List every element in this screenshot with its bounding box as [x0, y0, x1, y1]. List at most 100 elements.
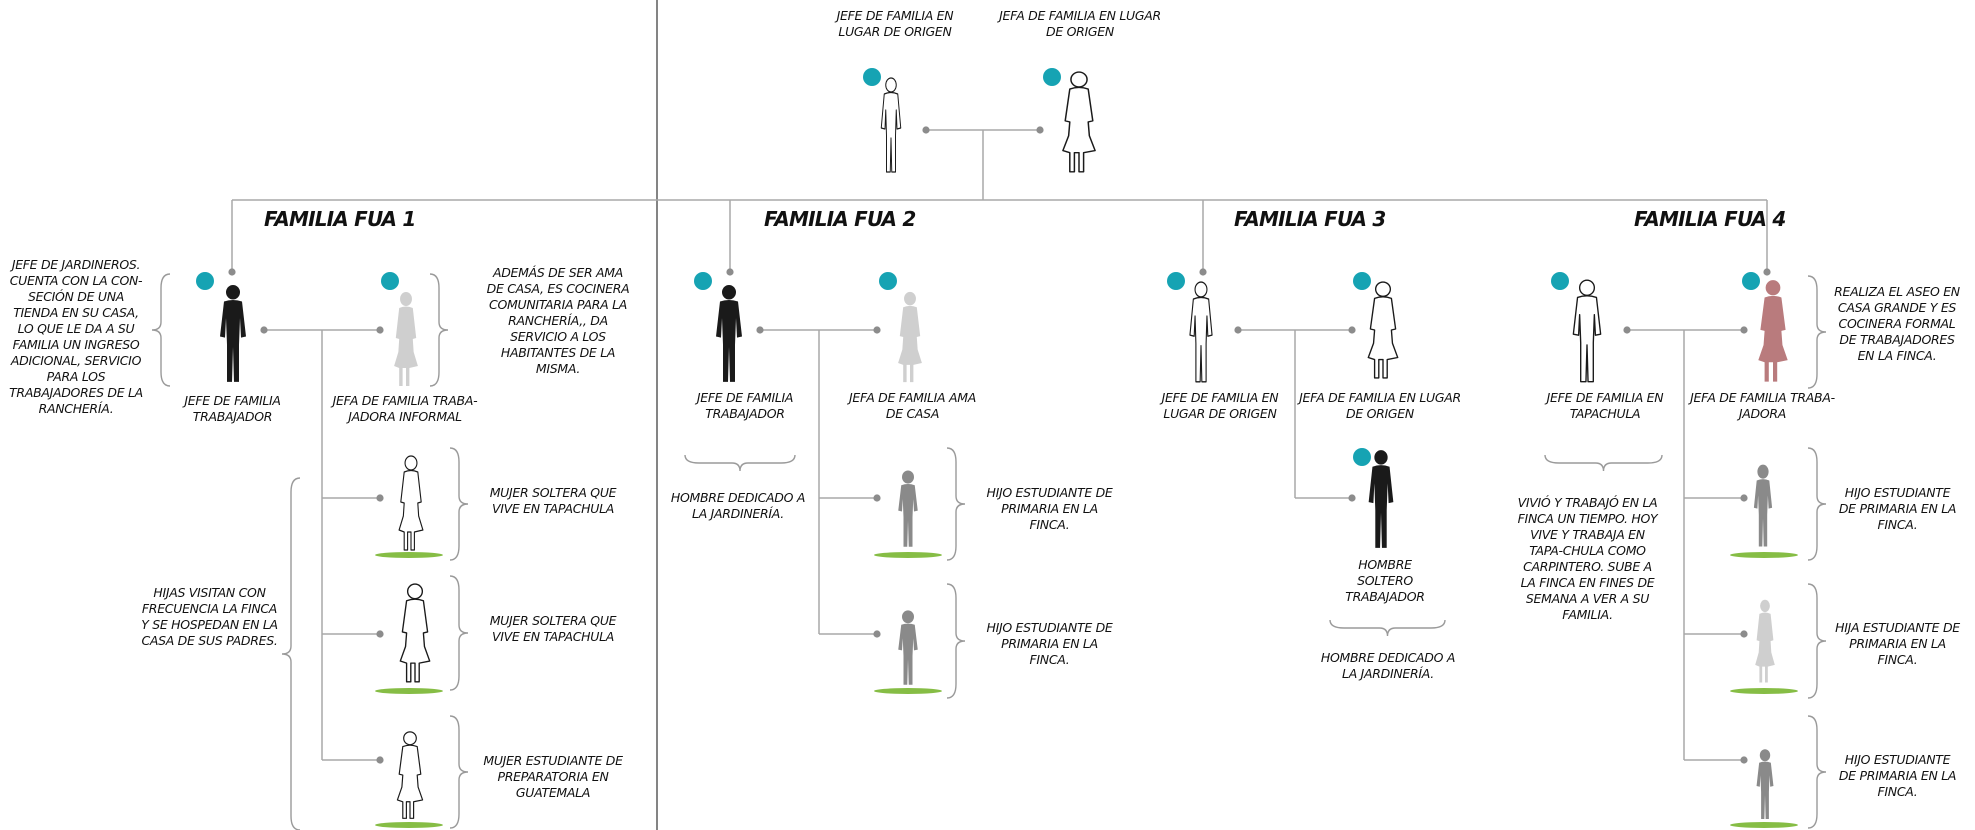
f4-father-brace — [1544, 454, 1663, 472]
f4-child-1-figure — [1749, 462, 1777, 550]
f4-mother-dot — [1740, 326, 1748, 334]
f2-child-2-label: HIJO ESTUDIANTE DE PRIMARIA EN LA FINCA. — [986, 620, 1113, 667]
f4-child-2-ground — [1730, 688, 1798, 694]
origin-mother-dot — [1036, 126, 1044, 134]
f4-child-3-brace — [1807, 715, 1827, 829]
f2-child-dot-1 — [873, 494, 881, 502]
f3-mother-figure — [1362, 280, 1404, 382]
f4-mother-figure — [1752, 278, 1794, 386]
f4-father-dot — [1623, 326, 1631, 334]
f1-mother-figure — [389, 290, 423, 390]
f4-child-2-brace — [1807, 583, 1827, 699]
family-title-1: FAMILIA FUA 1 — [264, 207, 416, 231]
f1-mother-note: ADEMÁS DE SER AMA DE CASA, ES COCINERA C… — [486, 265, 630, 376]
origin-father-badge — [863, 68, 881, 86]
f1-father-badge — [196, 272, 214, 290]
origin-father-figure — [876, 76, 906, 176]
f1-child-1-ground — [375, 552, 443, 558]
f2-child-1-label: HIJO ESTUDIANTE DE PRIMARIA EN LA FINCA. — [986, 485, 1113, 532]
f3-child-note: HOMBRE DEDICADO A LA JARDINERÍA. — [1320, 650, 1456, 681]
f4-child-3-ground — [1730, 822, 1798, 828]
f2-child-2-ground — [874, 688, 942, 694]
f3-father-label: JEFE DE FAMILIA EN LUGAR DE ORIGEN — [1161, 390, 1279, 421]
f4-father-label: JEFE DE FAMILIA EN TAPACHULA — [1546, 390, 1664, 421]
f1-child-dot-2 — [376, 630, 384, 638]
f2-child-1-brace — [946, 447, 966, 561]
f4-child-dot-1 — [1740, 494, 1748, 502]
family-drop-dot-1 — [228, 268, 236, 276]
f3-father-badge — [1167, 272, 1185, 290]
f3-child-figure — [1362, 448, 1400, 552]
f1-child-3-label: MUJER ESTUDIANTE DE PREPARATORIA EN GUAT… — [483, 753, 623, 800]
f4-child-dot-3 — [1740, 756, 1748, 764]
f2-mother-label: JEFA DE FAMILIA AMA DE CASA — [849, 390, 976, 421]
f1-child-1-brace — [449, 447, 469, 561]
f2-father-badge — [694, 272, 712, 290]
f4-child-1-brace — [1807, 447, 1827, 561]
f4-child-3-label: HIJO ESTUDIANTE DE PRIMARIA EN LA FINCA. — [1838, 752, 1957, 799]
origin-mother-figure — [1056, 70, 1102, 176]
f1-child-3-ground — [375, 822, 443, 828]
f1-mother-brace — [429, 273, 449, 387]
f4-mother-label: JEFA DE FAMILIA TRABA-JADORA — [1690, 390, 1835, 421]
f1-father-label: JEFE DE FAMILIA TRABAJADOR — [184, 393, 281, 424]
f2-child-dot-2 — [873, 630, 881, 638]
f3-father-dot — [1234, 326, 1242, 334]
f1-mother-dot — [376, 326, 384, 334]
f2-child-2-brace — [946, 583, 966, 699]
f1-child-dot-1 — [376, 494, 384, 502]
family-drop-dot-4 — [1763, 268, 1771, 276]
family-title-3: FAMILIA FUA 3 — [1234, 207, 1386, 231]
f1-children-note: HIJAS VISITAN CON FRECUENCIA LA FINCA Y … — [141, 585, 278, 648]
family-drop-dot-3 — [1199, 268, 1207, 276]
f4-mother-badge — [1742, 272, 1760, 290]
origin-father-dot — [922, 126, 930, 134]
f1-child-2-brace — [449, 575, 469, 691]
f3-child-badge — [1353, 448, 1371, 466]
f2-mother-badge — [879, 272, 897, 290]
f1-child-1-figure — [394, 454, 428, 554]
family-title-4: FAMILIA FUA 4 — [1634, 207, 1786, 231]
f1-father-dot — [260, 326, 268, 334]
f1-child-3-figure — [392, 730, 428, 822]
f1-children-brace — [281, 477, 301, 830]
f3-child-dot — [1348, 494, 1356, 502]
f4-child-2-figure — [1751, 598, 1779, 686]
f2-father-note: HOMBRE DEDICADO A LA JARDINERÍA. — [670, 490, 806, 521]
origin-mother-label: JEFA DE FAMILIA EN LUGAR DE ORIGEN — [999, 8, 1161, 39]
f1-child-1-label: MUJER SOLTERA QUE VIVE EN TAPACHULA — [489, 485, 617, 516]
f4-father-figure — [1566, 278, 1608, 386]
f2-child-2-figure — [893, 608, 923, 688]
f3-mother-badge — [1353, 272, 1371, 290]
origin-father-label: JEFE DE FAMILIA EN LUGAR DE ORIGEN — [836, 8, 954, 39]
f2-child-1-figure — [893, 468, 923, 550]
f3-mother-label: JEFA DE FAMILIA EN LUGAR DE ORIGEN — [1299, 390, 1461, 421]
f4-child-2-label: HIJA ESTUDIANTE DE PRIMARIA EN LA FINCA. — [1835, 620, 1960, 667]
f3-mother-dot — [1348, 326, 1356, 334]
f4-child-1-ground — [1730, 552, 1798, 558]
f4-child-3-figure — [1752, 747, 1778, 822]
family-drop-dot-2 — [726, 268, 734, 276]
f1-mother-label: JEFA DE FAMILIA TRABA-JADORA INFORMAL — [332, 393, 478, 424]
f1-mother-badge — [381, 272, 399, 290]
f1-child-2-label: MUJER SOLTERA QUE VIVE EN TAPACHULA — [489, 613, 617, 644]
f1-child-dot-3 — [376, 756, 384, 764]
f1-father-note: JEFE DE JARDINEROS. CUENTA CON LA CON-SE… — [9, 257, 143, 416]
f4-child-1-label: HIJO ESTUDIANTE DE PRIMARIA EN LA FINCA. — [1838, 485, 1957, 532]
f3-child-label: HOMBRE SOLTERO TRABAJADOR — [1345, 557, 1425, 604]
f4-mother-note: REALIZA EL ASEO EN CASA GRANDE Y ES COCI… — [1834, 284, 1960, 363]
f4-mother-brace — [1807, 275, 1827, 389]
f1-child-3-brace — [449, 715, 469, 829]
f1-father-brace — [151, 273, 171, 387]
f4-father-badge — [1551, 272, 1569, 290]
f2-father-label: JEFE DE FAMILIA TRABAJADOR — [696, 390, 794, 421]
f4-father-note: VIVIÓ Y TRABAJÓ EN LA FINCA UN TIEMPO. H… — [1517, 495, 1658, 622]
f2-mother-dot — [873, 326, 881, 334]
f3-child-brace — [1329, 619, 1446, 637]
f2-father-dot — [756, 326, 764, 334]
f1-father-figure — [213, 283, 253, 386]
f2-father-figure — [709, 283, 749, 386]
f4-child-dot-2 — [1740, 630, 1748, 638]
